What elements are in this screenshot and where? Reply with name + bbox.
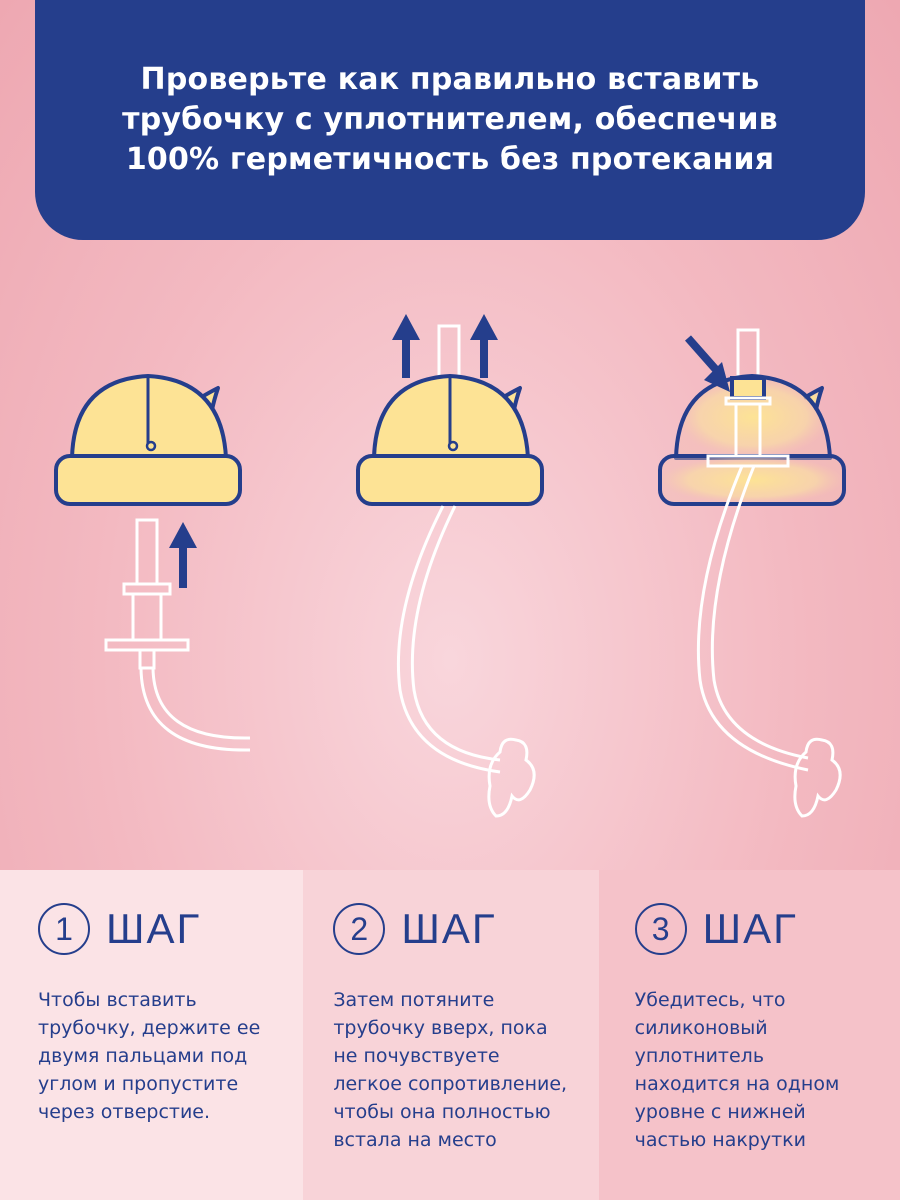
- tube-icon: [736, 328, 760, 380]
- page-title: Проверьте как правильно вставить трубочк…: [122, 62, 778, 177]
- step3-figure: [658, 328, 846, 818]
- step-description: Чтобы вставить трубочку, держите ее двум…: [38, 989, 261, 1123]
- step-label: ШАГ: [702, 905, 798, 952]
- step-number-badge: 3: [634, 903, 687, 955]
- lid-icon: [658, 374, 846, 506]
- step-description: Убедитесь, что силиконовый уплотнитель н…: [634, 989, 840, 1151]
- tube-icon: [104, 518, 251, 752]
- header-banner: Проверьте как правильно вставить трубочк…: [35, 0, 865, 240]
- arrow-up-icon: [392, 314, 420, 378]
- arrow-diagonal-icon: [685, 335, 730, 392]
- step1-figure: [54, 374, 251, 752]
- step-description: Затем потяните трубочку вверх, пока не п…: [333, 989, 568, 1151]
- arrow-up-icon: [169, 522, 197, 588]
- tube-icon: [696, 402, 842, 818]
- step-card-3: 3 ШАГ Убедитесь, что силиконовый уплотни…: [598, 870, 900, 1200]
- illustration: [54, 314, 846, 818]
- step-number-badge: 1: [38, 903, 90, 955]
- step-header: 3 ШАГ: [634, 900, 874, 958]
- arrow-up-icon: [470, 314, 498, 378]
- lid-icon: [356, 374, 544, 506]
- lid-icon: [54, 374, 242, 506]
- step-label: ШАГ: [106, 905, 202, 952]
- tube-icon: [396, 505, 536, 818]
- step-card-2: 2 ШАГ Затем потяните трубочку вверх, пок…: [303, 870, 599, 1200]
- step-number-badge: 2: [333, 903, 386, 955]
- step-header: 2 ШАГ: [333, 900, 572, 958]
- step2-figure: [356, 314, 544, 818]
- step-header: 1 ШАГ: [38, 900, 277, 958]
- step-card-1: 1 ШАГ Чтобы вставить трубочку, держите е…: [0, 870, 304, 1200]
- step-label: ШАГ: [401, 905, 497, 952]
- steps-section: 1 ШАГ Чтобы вставить трубочку, держите е…: [0, 870, 900, 1200]
